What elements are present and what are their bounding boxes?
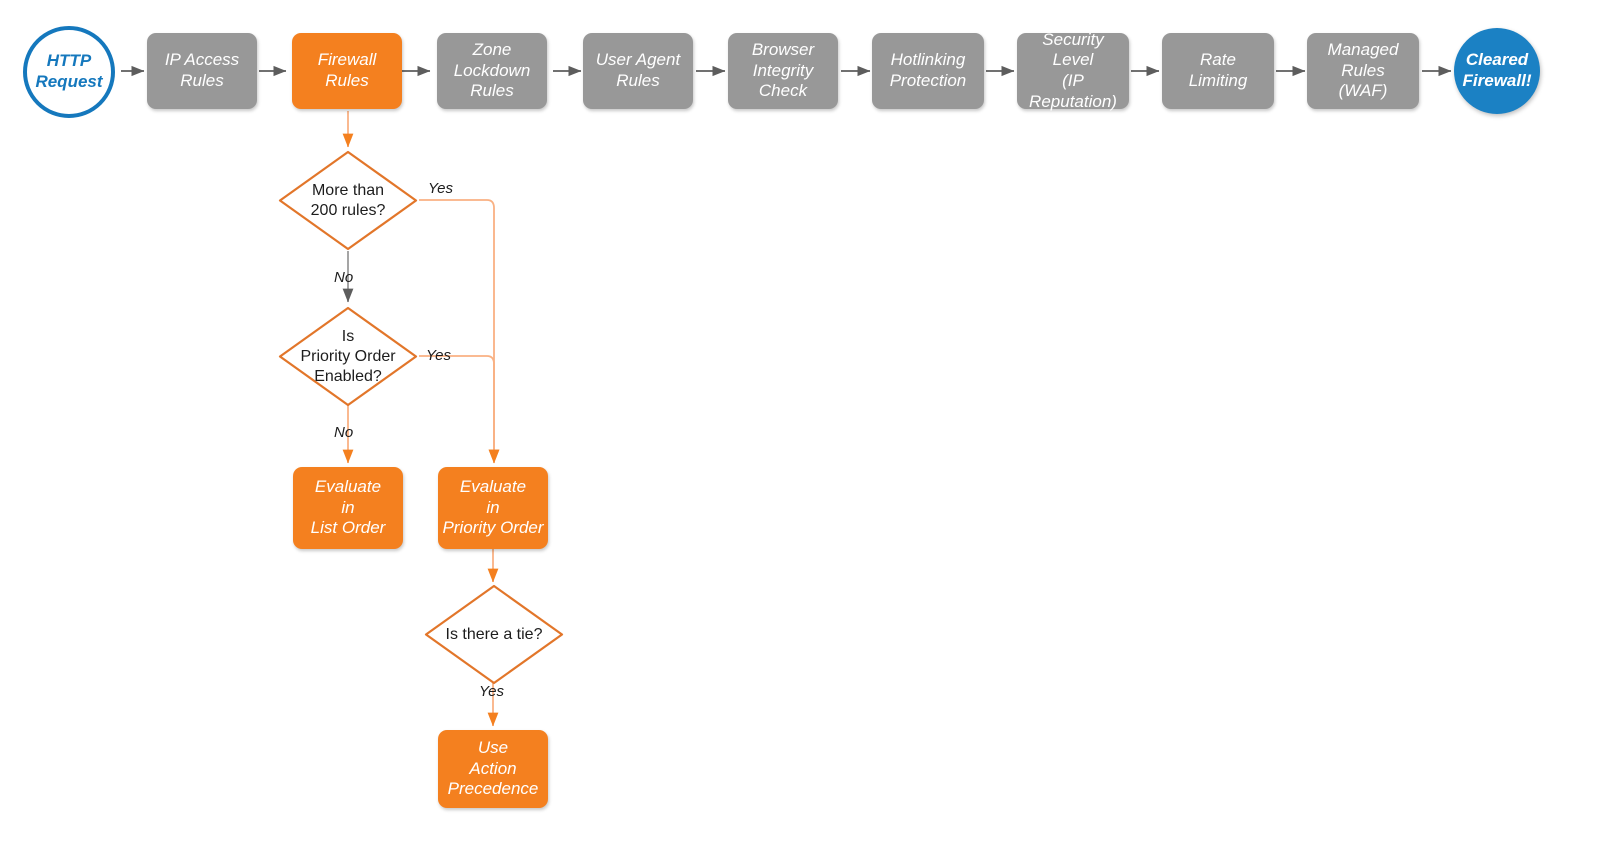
node-firewall-rules[interactable]: Firewall Rules [292,33,402,109]
decision-priority-order-enabled[interactable]: Is Priority Order Enabled? [278,306,418,407]
edge-label-priority-order-yes: Yes [426,347,452,364]
decision-more-than-200-rules-label: More than 200 rules? [310,181,386,219]
node-evaluate-priority-order[interactable]: Evaluate in Priority Order [438,467,548,549]
node-browser-integrity-check[interactable]: Browser Integrity Check [728,33,838,109]
decision-is-there-a-tie[interactable]: Is there a tie? [424,584,564,685]
decision-priority-order-enabled-label: Is Priority Order Enabled? [300,327,396,385]
node-firewall-rules-label: Firewall Rules [317,50,377,90]
node-cleared-firewall[interactable]: Cleared Firewall! [1454,28,1540,114]
node-evaluate-list-order-label: Evaluate in List Order [310,476,386,538]
node-rate-limiting[interactable]: Rate Limiting [1162,33,1274,109]
node-hotlinking-protection[interactable]: Hotlinking Protection [872,33,984,109]
node-cleared-firewall-label: Cleared Firewall! [1462,50,1532,90]
node-http-request-label: HTTP Request [35,51,103,91]
node-managed-rules-waf[interactable]: Managed Rules (WAF) [1307,33,1419,109]
node-user-agent-rules-label: User Agent Rules [595,50,681,90]
node-hotlinking-protection-label: Hotlinking Protection [889,50,967,90]
node-use-action-precedence-label: Use Action Precedence [447,737,539,799]
node-http-request[interactable]: HTTP Request [23,26,115,118]
node-security-level[interactable]: Security Level (IP Reputation) [1017,30,1129,111]
diamond-shape [278,150,418,251]
node-managed-rules-waf-label: Managed Rules (WAF) [1327,39,1399,101]
node-zone-lockdown-rules[interactable]: Zone Lockdown Rules [437,33,547,109]
edge-rulecount-yes [419,199,500,464]
node-user-agent-rules[interactable]: User Agent Rules [583,33,693,109]
edge-label-tie-yes: Yes [479,683,505,700]
node-ip-access-rules-label: IP Access Rules [164,50,240,90]
node-browser-integrity-check-label: Browser Integrity Check [751,39,815,101]
node-rate-limiting-label: Rate Limiting [1188,50,1248,90]
node-zone-lockdown-rules-label: Zone Lockdown Rules [453,39,531,101]
diamond-shape [424,584,564,685]
edge-label-priority-order-no: No [334,424,354,441]
node-evaluate-list-order[interactable]: Evaluate in List Order [293,467,403,549]
node-evaluate-priority-order-label: Evaluate in Priority Order [442,476,544,538]
decision-is-there-a-tie-label: Is there a tie? [445,625,543,643]
decision-more-than-200-rules[interactable]: More than 200 rules? [278,150,418,251]
edge-priorityorder-yes [419,355,500,464]
node-ip-access-rules[interactable]: IP Access Rules [147,33,257,109]
edge-label-more-than-200-no: No [334,269,354,286]
edge-label-more-than-200-yes: Yes [428,180,454,197]
node-security-level-label: Security Level (IP Reputation) [1029,29,1117,111]
node-use-action-precedence[interactable]: Use Action Precedence [438,730,548,808]
diamond-shape [278,306,418,407]
